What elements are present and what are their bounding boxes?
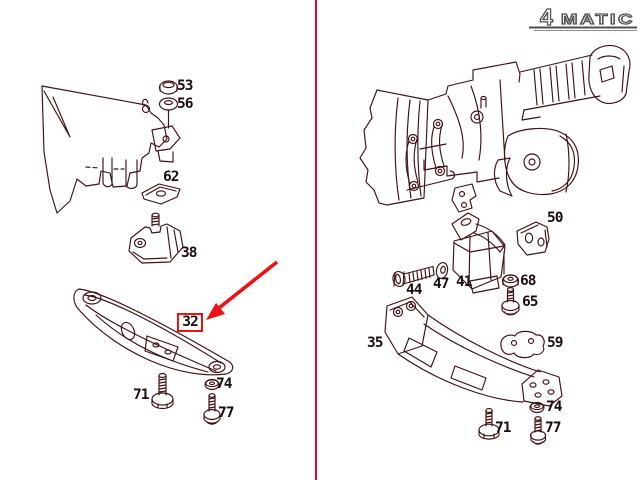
part-label-71-right[interactable]: 71: [495, 420, 512, 436]
part-label-74-left[interactable]: 74: [216, 376, 233, 392]
part-label-71-left[interactable]: 71: [133, 387, 150, 403]
logo-text-matic: MATIC: [561, 11, 635, 28]
part-71-bolt-drawing-left: [151, 372, 174, 410]
part-50-bracket-drawing: [516, 221, 550, 256]
part-label-53[interactable]: 53: [177, 78, 194, 94]
logo-4matic: 4 MATIC: [529, 3, 637, 31]
part-label-68[interactable]: 68: [520, 273, 537, 289]
part-label-77-left[interactable]: 77: [218, 405, 235, 421]
highlight-box[interactable]: 32: [177, 313, 203, 332]
part-label-41[interactable]: 41: [456, 274, 473, 290]
left-transmission-drawing: [41, 85, 181, 214]
part-68-nut-drawing: [501, 274, 520, 288]
part-62-bracket-drawing: [141, 183, 181, 205]
part-label-50[interactable]: 50: [547, 210, 564, 226]
part-label-32[interactable]: 32: [182, 314, 199, 331]
part-74-washer-drawing-right: [529, 401, 545, 414]
part-65-bolt-drawing: [501, 287, 520, 316]
part-label-59[interactable]: 59: [547, 335, 564, 351]
highlight-arrow: [206, 260, 279, 320]
part-56-washer-drawing: [158, 97, 179, 129]
part-44-bolt-drawing: [392, 265, 435, 288]
part-label-44[interactable]: 44: [406, 282, 423, 298]
right-transmission-drawing: [359, 44, 631, 213]
part-label-35[interactable]: 35: [367, 335, 384, 351]
part-label-65[interactable]: 65: [522, 294, 539, 310]
part-32-crossmember-drawing: [73, 288, 234, 376]
part-35-crossmember-drawing: [384, 296, 563, 407]
panel-divider: [315, 0, 317, 480]
part-77-bolt-drawing-left: [203, 393, 221, 425]
part-77-bolt-drawing-right: [529, 416, 547, 445]
part-71-bolt-drawing-right: [478, 408, 500, 440]
part-47-washer-drawing: [435, 262, 449, 279]
part-label-38[interactable]: 38: [181, 245, 198, 261]
part-label-77-right[interactable]: 77: [545, 420, 562, 436]
part-53-nut-drawing: [158, 80, 179, 95]
part-label-56[interactable]: 56: [177, 96, 194, 112]
logo-text-4: 4: [540, 4, 553, 30]
part-74-washer-drawing-left: [204, 378, 220, 391]
part-41-mount-drawing: [451, 212, 506, 294]
part-label-62[interactable]: 62: [163, 169, 180, 185]
part-38-mount-drawing: [128, 212, 184, 264]
part-label-47[interactable]: 47: [433, 276, 450, 292]
part-59-plate-drawing: [500, 330, 545, 359]
part-label-74-right[interactable]: 74: [546, 399, 563, 415]
